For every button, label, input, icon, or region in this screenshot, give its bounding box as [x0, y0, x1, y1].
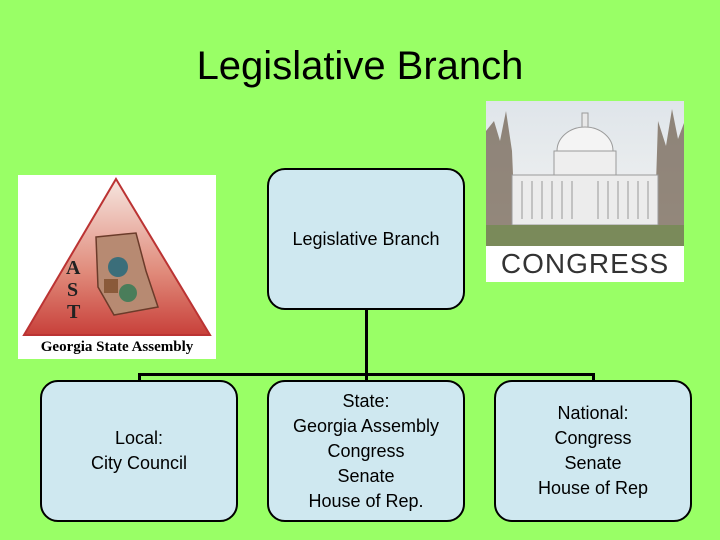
connector-national	[592, 373, 595, 383]
georgia-state-assembly-logo: A S T Georgia State Assembly	[18, 175, 216, 359]
seal-letter-a: A	[66, 257, 81, 279]
local-label: Local: City Council	[90, 428, 188, 473]
seal-letter-s: S	[67, 279, 79, 301]
local-box: Local: City Council	[40, 380, 238, 522]
connector-root-stem	[365, 308, 368, 376]
slide-title: Legislative Branch	[196, 44, 524, 88]
congress-caption: CONGRESS	[500, 248, 670, 279]
connector-state	[365, 373, 368, 383]
connector-local	[138, 373, 141, 383]
root-box: Legislative Branch	[267, 168, 465, 310]
national-label: National: Congress Senate House of Rep	[537, 403, 649, 498]
national-box: National: Congress Senate House of Rep	[494, 380, 692, 522]
seal-letter-t: T	[67, 301, 81, 323]
capitol-building-image: CONGRESS	[486, 101, 684, 282]
root-label: Legislative Branch	[292, 228, 440, 249]
seal-caption: Georgia State Assembly	[40, 339, 194, 355]
state-box: State: Georgia Assembly Congress Senate …	[267, 380, 465, 522]
state-label: State: Georgia Assembly Congress Senate …	[292, 390, 440, 511]
